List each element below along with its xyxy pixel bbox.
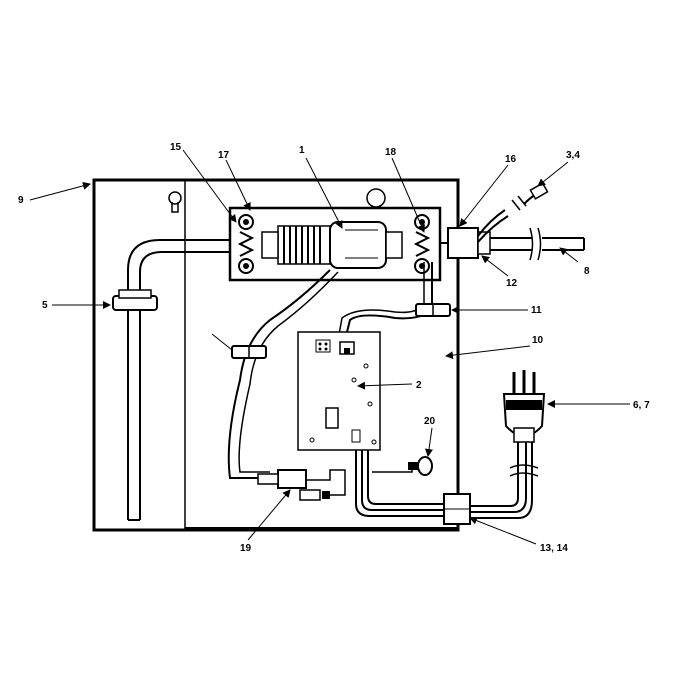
lamp-body — [329, 221, 387, 269]
strain-relief — [440, 227, 491, 259]
coil — [277, 225, 331, 265]
callout-1: 1 — [299, 145, 305, 156]
callout-labels: 1 2 3,4 5 6, 7 8 9 10 11 12 13, 14 15 16… — [18, 142, 650, 554]
callout-20: 20 — [424, 416, 436, 427]
power-plug — [502, 370, 546, 443]
spring-clips-left — [237, 214, 255, 274]
callout-6-7: 6, 7 — [633, 400, 650, 411]
inline-connector — [257, 469, 330, 501]
callout-17: 17 — [218, 150, 230, 161]
ground-lug — [372, 456, 433, 476]
cord-grommet — [443, 493, 471, 525]
tube-clamp — [112, 289, 158, 311]
callout-5: 5 — [42, 300, 48, 311]
callout-9: 9 — [18, 195, 24, 206]
keyhole-slot-left — [168, 191, 182, 213]
callout-3-4: 3,4 — [566, 150, 580, 161]
leader-lines — [29, 149, 630, 545]
ballast-assembly — [228, 206, 442, 282]
callout-16: 16 — [505, 154, 517, 165]
callout-18: 18 — [385, 147, 397, 158]
sensor-cable — [477, 182, 549, 243]
cable-clamp-left — [231, 345, 267, 359]
callout-11: 11 — [531, 305, 542, 316]
callout-15: 15 — [170, 142, 182, 153]
callout-8: 8 — [584, 266, 590, 277]
cable-clamp-11 — [415, 303, 451, 317]
callout-19: 19 — [240, 543, 252, 554]
callout-12: 12 — [506, 278, 518, 289]
callout-13-14: 13, 14 — [540, 543, 568, 554]
callout-2: 2 — [416, 380, 422, 391]
control-board — [297, 331, 381, 451]
callout-10: 10 — [532, 335, 544, 346]
lamp-tube — [127, 239, 240, 521]
